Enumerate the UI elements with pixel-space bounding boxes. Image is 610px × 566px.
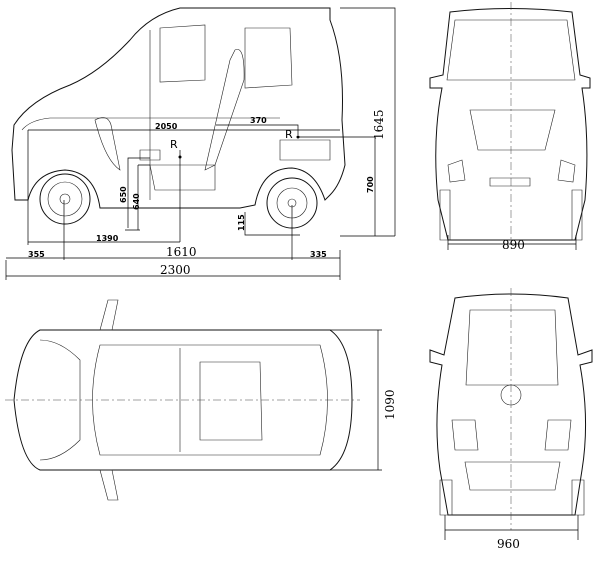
dim-rear-overhang: 335	[310, 250, 327, 259]
dim-step-650: 650	[119, 186, 128, 203]
side-dimensions	[5, 7, 396, 280]
dim-ground-clearance: 115	[237, 214, 246, 231]
seat-ref-front: R	[170, 138, 178, 151]
dim-overall-height: 1645	[372, 109, 386, 140]
top-view-car	[5, 299, 382, 501]
dim-rear-width: 960	[497, 537, 520, 551]
dim-front-to-seat: 1390	[96, 234, 119, 243]
dim-rear-seat-height: 700	[366, 176, 375, 193]
side-view-car	[11, 7, 346, 229]
seat-ref-rear: R	[285, 128, 293, 141]
dim-step-640: 640	[132, 193, 141, 210]
dim-interior-length: 2050	[155, 122, 178, 131]
dim-front-track: 890	[502, 238, 525, 252]
front-view-car	[429, 2, 591, 250]
dim-wheelbase: 1610	[166, 245, 197, 259]
rear-view-car	[429, 288, 593, 540]
dim-seat-offset: 370	[250, 116, 267, 125]
dim-front-overhang: 355	[28, 250, 45, 259]
dim-top-width: 1090	[383, 389, 397, 420]
dim-overall-length: 2300	[160, 263, 191, 277]
